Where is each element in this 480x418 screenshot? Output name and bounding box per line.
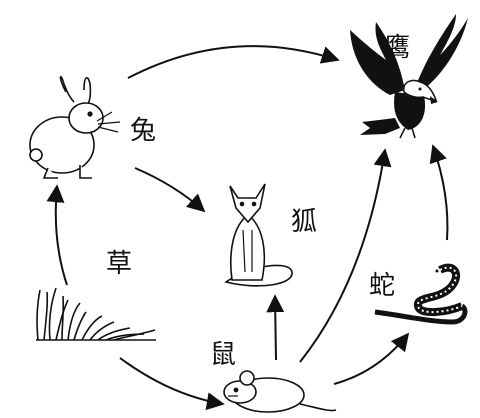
grass-illustration <box>36 287 156 341</box>
mouse-label: 鼠 <box>210 340 236 370</box>
rabbit-illustration <box>29 75 121 179</box>
eagle-illustration <box>350 14 468 139</box>
mouse-illustration <box>223 370 337 413</box>
fox-illustration <box>224 183 293 287</box>
snake-label: 蛇 <box>369 271 395 301</box>
arrow-rabbit-to-eagle <box>127 45 340 79</box>
arrow-grass-to-rabbit <box>46 184 68 286</box>
grass-label: 草 <box>106 249 132 279</box>
arrow-mouse-to-snake <box>333 332 410 385</box>
arrow-mouse-to-fox <box>266 294 285 361</box>
eagle-label: 鹰 <box>384 33 410 63</box>
arrow-snake-to-eagle <box>429 144 449 241</box>
arrow-grass-to-mouse <box>119 357 225 411</box>
arrow-mouse-to-eagle <box>299 148 392 363</box>
arrow-rabbit-to-fox <box>134 167 206 213</box>
snake-illustration <box>374 263 468 325</box>
fox-label: 狐 <box>291 207 317 237</box>
rabbit-label: 兔 <box>130 116 156 146</box>
